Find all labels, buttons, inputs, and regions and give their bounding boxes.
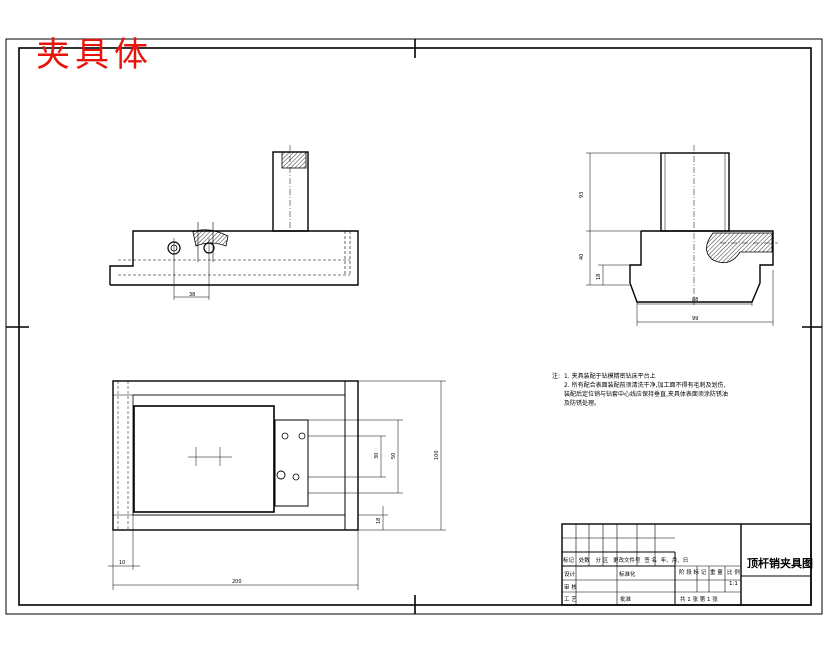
dim-plan-inner-2: 50 (391, 453, 397, 459)
dim-side-bottom-2: 99 (692, 316, 698, 322)
weight-label: 重 量 (710, 570, 723, 576)
process-label: 工 艺 (564, 597, 577, 603)
technical-notes: 注: 1. 夹具装配于钻模精密钻床平台上 2. 所有配合表面装配前须清洗干净,加… (552, 372, 728, 408)
plan-view (108, 380, 446, 590)
sheets-label: 共 1 张 第 1 张 (680, 597, 718, 603)
note-line-1: 1. 夹具装配于钻模精密钻床平台上 (564, 373, 656, 380)
dim-side-bottom-1: 88 (692, 297, 698, 303)
approve-label: 批准 (620, 597, 632, 603)
mark-row: 标记 处数 分 区 更改文件号 签 名 年、月、日 (563, 556, 688, 564)
dim-plan-inner-1: 30 (374, 453, 380, 459)
inner-frame (18, 47, 812, 606)
mark-col-1: 标记 (563, 558, 575, 564)
dim-side-step: 18 (596, 274, 602, 280)
dim-plan-length: 200 (232, 579, 242, 585)
mark-col-6: 年、月、日 (660, 558, 689, 564)
side-view (586, 145, 778, 326)
design-label: 设计 (564, 572, 576, 578)
mark-col-5: 签 名 (644, 558, 658, 564)
outer-frame (5, 38, 823, 615)
dim-front-base: 38 (189, 292, 195, 298)
dim-plan-left: 10 (119, 560, 125, 566)
part-name-stamp: 夹具体 (36, 35, 153, 75)
dim-plan-offset: 18 (376, 518, 382, 524)
stage-label: 阶 段 标 记 (679, 570, 707, 576)
dim-side-top: 93 (579, 192, 585, 198)
mark-col-2: 处数 (578, 558, 590, 564)
front-view (109, 145, 359, 300)
review-label: 审 核 (564, 585, 577, 591)
drawing-title: 顶杆销夹具图 (747, 557, 813, 570)
dim-side-mid: 40 (579, 254, 585, 260)
notes-prefix: 注: (552, 373, 561, 380)
dim-plan-overall: 100 (434, 450, 440, 460)
mark-col-4: 更改文件号 (613, 558, 641, 564)
note-line-3: 装配后定位销与钻套中心线应保持垂直,夹具体表面须涂防锈油 (564, 391, 728, 398)
note-line-4: 及防锈处理。 (564, 400, 601, 407)
mark-col-3: 分 区 (595, 558, 609, 564)
centering-marks (6, 39, 822, 614)
ratio-label: 比 例 (727, 570, 740, 576)
scale-value: 1:1 (729, 581, 738, 587)
standardize-label: 标准化 (619, 572, 636, 578)
note-line-2: 2. 所有配合表面装配前须清洗干净,加工面不得有毛刺及划伤, (564, 382, 726, 389)
title-block-grid (561, 523, 812, 606)
